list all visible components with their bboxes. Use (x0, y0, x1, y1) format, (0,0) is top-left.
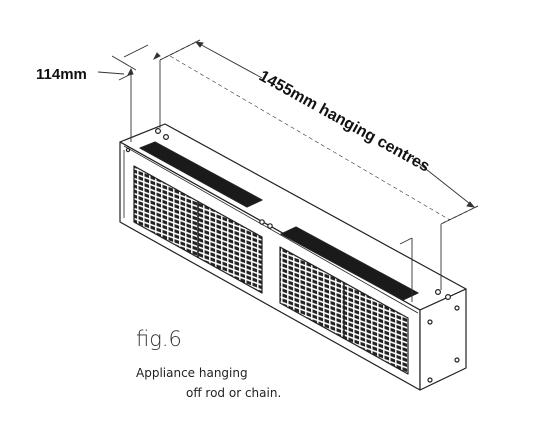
top-hole (267, 223, 273, 229)
arrowhead (127, 67, 134, 76)
length-dimension-line-a (195, 41, 263, 79)
figure-label: fig.6 (136, 327, 182, 351)
arrowhead (152, 52, 161, 61)
heater-unit (119, 123, 467, 391)
top-hole (435, 289, 442, 296)
arrowhead (194, 41, 204, 48)
depth-leader (97, 71, 125, 75)
end-screw (454, 357, 460, 363)
top-hole (259, 219, 265, 225)
caption-line-1: Appliance hanging (136, 366, 248, 380)
top-hole (155, 128, 162, 135)
caption-line-2: off rod or chain. (186, 386, 281, 400)
end-screw (427, 377, 433, 383)
top-hole (163, 134, 170, 141)
arrowhead (466, 201, 476, 208)
end-screw (454, 305, 460, 311)
right-top-slot (280, 226, 419, 301)
top-hole (445, 294, 452, 301)
left-top-slot (139, 141, 263, 208)
dimension-lines (97, 39, 479, 302)
end-screw (427, 319, 433, 325)
length-dimension-line-b (411, 157, 475, 208)
depth-label: 114mm (36, 66, 87, 83)
front-screw (125, 147, 131, 153)
length-label: 1455mm hanging centres (256, 68, 432, 176)
depth-dimension-line (123, 44, 149, 58)
